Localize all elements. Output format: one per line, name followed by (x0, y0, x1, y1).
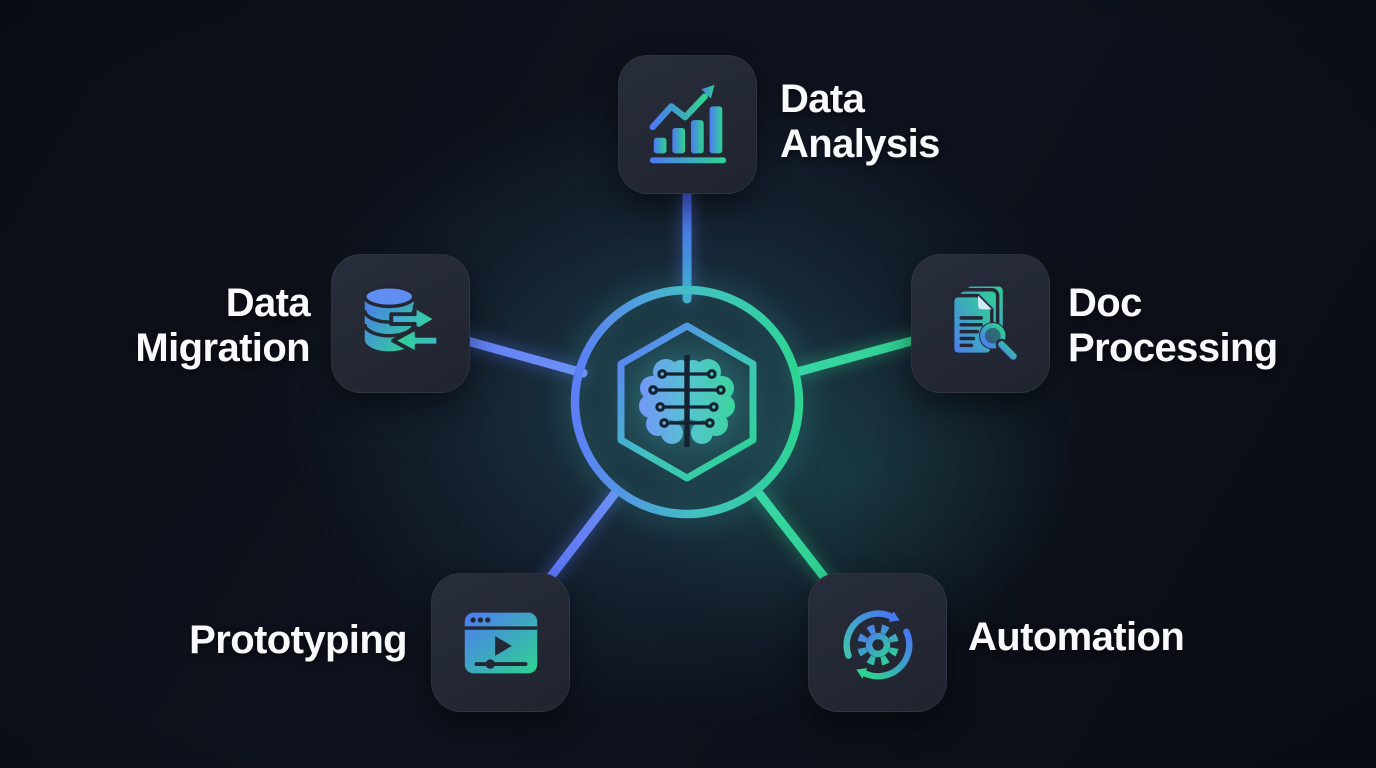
document-search-icon (950, 282, 1019, 362)
video-player-window-icon (464, 612, 537, 673)
node-data-analysis (618, 55, 757, 194)
gear-hole (871, 638, 884, 651)
label-line: Data (225, 281, 311, 325)
label-line: Automation (968, 615, 1185, 659)
brain-center-gap (684, 355, 690, 447)
label-line: Analysis (780, 122, 940, 166)
scrubber-handle (485, 658, 495, 669)
label-line: Processing (1068, 326, 1278, 370)
label-doc-processing: Doc Processing (1068, 281, 1278, 371)
label-line: Migration (135, 326, 310, 370)
label-data-analysis: Data Analysis (780, 77, 940, 167)
hub (570, 285, 804, 519)
database-transfer-icon (362, 284, 440, 355)
node-data-migration (331, 254, 470, 393)
gear-sync-icon (843, 609, 912, 679)
node-doc-processing (911, 254, 1050, 393)
node-automation (808, 573, 947, 712)
bar-chart-trend-icon (649, 84, 726, 163)
label-data-migration: Data Migration (135, 281, 310, 371)
label-prototyping: Prototyping (189, 618, 407, 663)
circuit-brain-icon (639, 355, 735, 447)
label-line: Doc (1068, 281, 1142, 325)
node-prototyping (431, 573, 570, 712)
label-line: Data (780, 77, 865, 121)
label-automation: Automation (968, 615, 1185, 660)
label-line: Prototyping (189, 618, 407, 662)
